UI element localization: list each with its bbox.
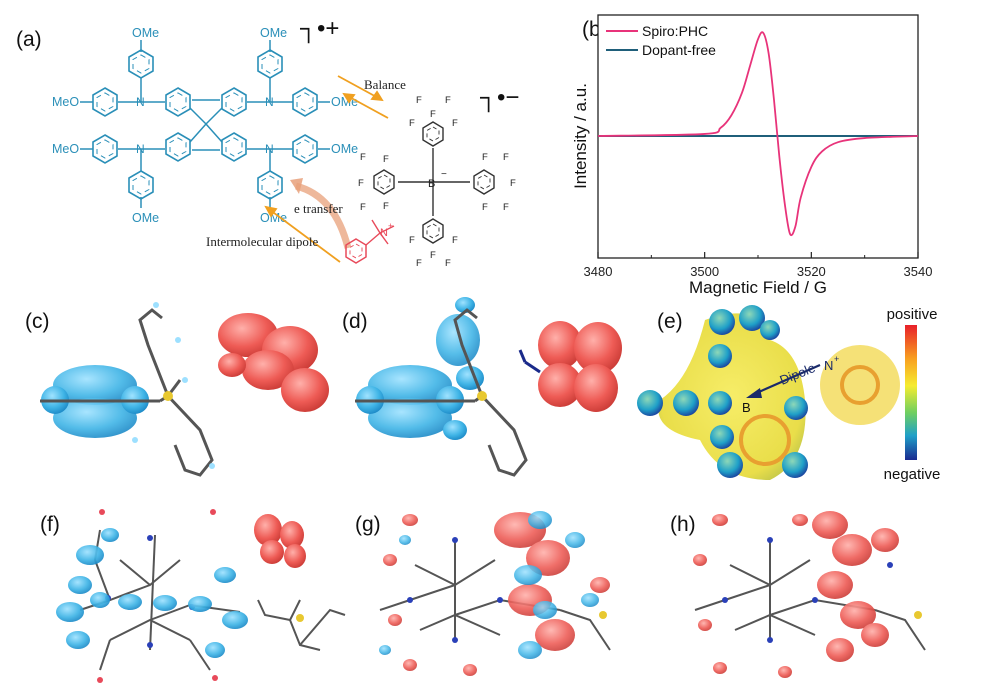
- ome-label: OMe: [331, 142, 358, 156]
- fluorine-label: F: [383, 201, 389, 212]
- ammonium-n-label: N: [380, 227, 388, 239]
- meo-label: MeO: [52, 142, 79, 156]
- n-atom-label: N: [136, 142, 145, 156]
- y-axis-label: Intensity / a.u.: [571, 83, 590, 189]
- fluorine-label: F: [445, 258, 451, 269]
- panel-d-orbitals: [355, 297, 622, 477]
- ome-label: OMe: [260, 26, 287, 40]
- fluorine-label: F: [510, 178, 516, 189]
- n-atom-label: N: [265, 142, 274, 156]
- fluorine-label: F: [416, 95, 422, 106]
- panel-label-h: (h): [670, 513, 696, 536]
- epr-chart: 3480 3500 3520 3540 Magnetic Field / G Inte…: [571, 14, 933, 297]
- fluorine-label: F: [383, 154, 389, 165]
- legend-label: Dopant-free: [642, 42, 716, 58]
- intermolecular-dipole-label: Intermolecular dipole: [206, 234, 318, 249]
- meo-label: MeO: [52, 95, 79, 109]
- esp-color-scale: [905, 325, 917, 460]
- boron-atom-label: B: [428, 178, 435, 190]
- esp-b-label: B: [742, 400, 751, 415]
- e-transfer-label: e transfer: [294, 201, 343, 216]
- ome-label: OMe: [132, 211, 159, 225]
- fluorine-label: F: [430, 250, 436, 261]
- n-atom-label: N: [136, 95, 145, 109]
- esp-n-label: N: [824, 358, 833, 373]
- esp-positive-label: positive: [887, 306, 938, 323]
- ome-label: OMe: [132, 26, 159, 40]
- x-axis-label: Magnetic Field / G: [689, 278, 827, 297]
- series-line-spiro-phc: [597, 31, 919, 237]
- legend-label: Spiro:PHC: [642, 23, 708, 39]
- fluorine-label: F: [409, 235, 415, 246]
- ome-label: OMe: [260, 211, 287, 225]
- fluorine-label: F: [360, 202, 366, 213]
- fluorine-label: F: [452, 118, 458, 129]
- panel-e-esp-map: Dipole N + B positive negative: [637, 305, 940, 483]
- panel-g-structure: [379, 511, 611, 676]
- radical-anion-symbol: ┐•−: [480, 84, 519, 113]
- panel-h-structure: [693, 511, 926, 678]
- x-tick-label: 3500: [690, 264, 719, 279]
- panel-label-f: (f): [40, 513, 60, 536]
- svg-text:+: +: [834, 354, 839, 364]
- fluorine-label: F: [416, 258, 422, 269]
- fluorine-label: F: [409, 118, 415, 129]
- x-tick-label: 3480: [584, 264, 613, 279]
- panel-label-g: (g): [355, 513, 381, 536]
- n-atom-label: N: [265, 95, 274, 109]
- panel-c-orbitals: [40, 302, 329, 477]
- panel-label-c: (c): [25, 310, 50, 333]
- x-tick-label: 3540: [904, 264, 933, 279]
- panel-label-e: (e): [657, 310, 683, 333]
- svg-text:+: +: [388, 221, 393, 231]
- scheme-figure: OMe OMe MeO OMe MeO OMe OMe OMe N N N N …: [52, 15, 519, 269]
- fluorine-label: F: [503, 152, 509, 163]
- panel-label-a: (a): [16, 28, 42, 51]
- fluorine-label: F: [503, 202, 509, 213]
- fluorine-label: F: [452, 235, 458, 246]
- panel-label-d: (d): [342, 310, 368, 333]
- esp-negative-label: negative: [884, 466, 941, 483]
- fluorine-label: F: [430, 109, 436, 120]
- radical-cation-symbol: ┐•+: [300, 15, 339, 44]
- fluorine-label: F: [358, 178, 364, 189]
- balance-label: Balance: [364, 77, 406, 92]
- panel-f-structure: [56, 509, 346, 683]
- fluorine-label: F: [445, 95, 451, 106]
- svg-text:−: −: [441, 169, 447, 180]
- x-tick-label: 3520: [797, 264, 826, 279]
- fluorine-label: F: [360, 152, 366, 163]
- fluorine-label: F: [482, 152, 488, 163]
- fluorine-label: F: [482, 202, 488, 213]
